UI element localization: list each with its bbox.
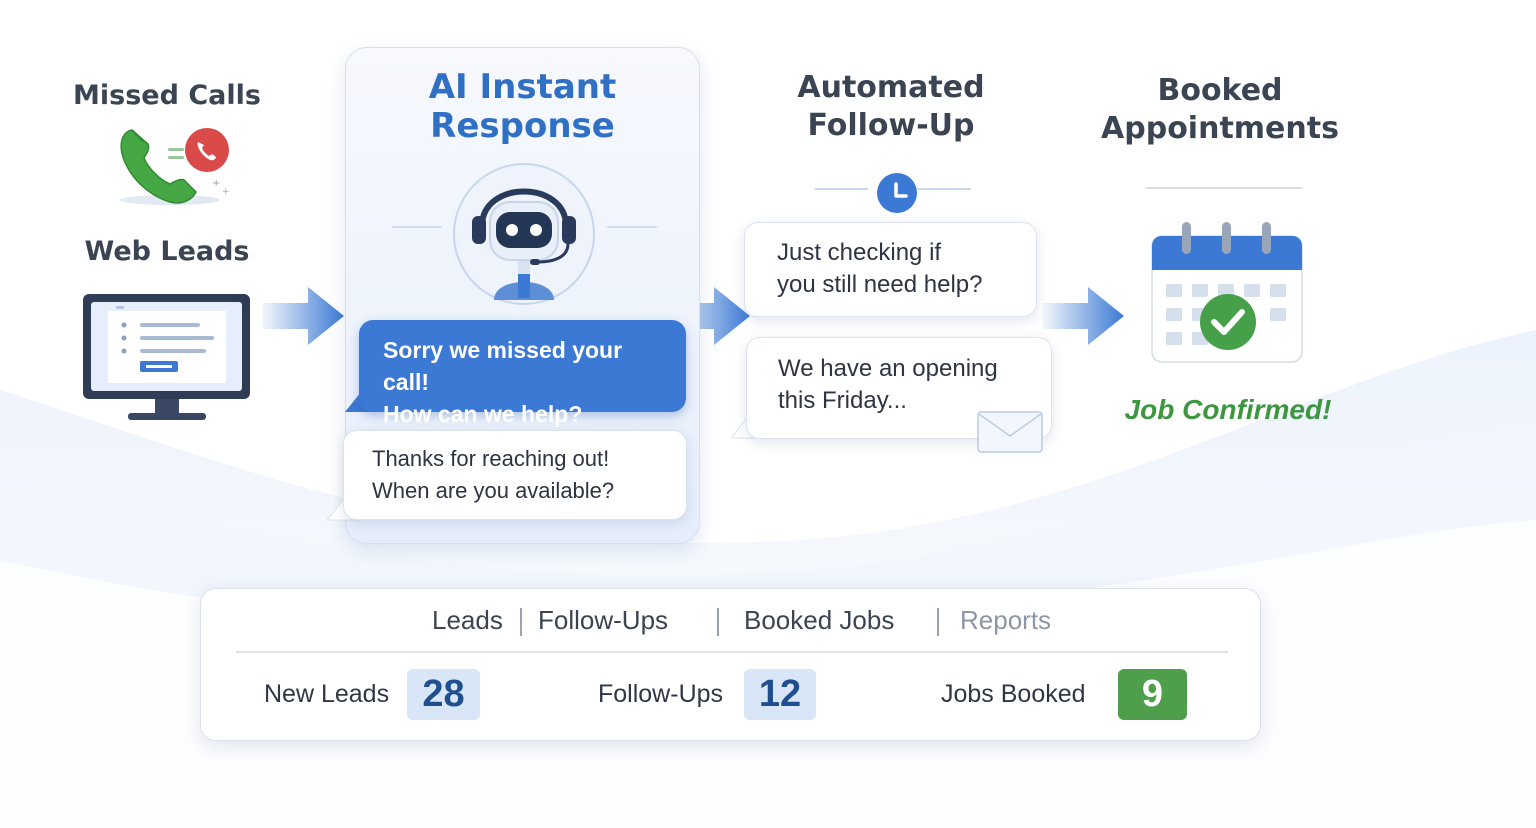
stat-jobs-booked-label: Jobs Booked	[941, 680, 1086, 708]
tab-reports[interactable]: Reports	[960, 605, 1052, 635]
stat-jobs-booked-value: 9	[1118, 669, 1187, 720]
booked-title-line2: Appointments	[1101, 111, 1339, 146]
clock-icon	[815, 173, 971, 213]
follow-up-title: Automated Follow-Up	[760, 69, 1022, 145]
stat-follow-ups-label: Follow-Ups	[598, 680, 724, 708]
booked-title: Booked Appointments	[1090, 72, 1350, 148]
arrow-right-icon	[1042, 287, 1124, 345]
web-leads-title: Web Leads	[84, 236, 250, 267]
dashboard-panel	[200, 588, 1261, 741]
reply-line1: Thanks for reaching out!	[372, 446, 610, 471]
tab-follow-ups[interactable]: Follow-Ups	[538, 605, 669, 635]
stat-follow-ups-value: 12	[744, 669, 816, 720]
tab-leads[interactable]: Leads	[432, 605, 503, 635]
stat-new-leads-label: New Leads	[264, 680, 390, 708]
check-line1: Just checking if	[777, 239, 942, 266]
booked-title-line1: Booked	[1157, 73, 1283, 108]
svg-text:+: +	[212, 178, 220, 189]
ai-title-line1: AI Instant	[428, 67, 617, 107]
ai-greeting-line2: How can we help?	[383, 401, 583, 427]
dashboard-divider	[236, 651, 1228, 653]
ai-greeting-bubble: Sorry we missed your call! How can we he…	[359, 320, 686, 427]
svg-text:+: +	[222, 187, 230, 197]
phone-icon: + +	[120, 128, 230, 205]
tab-separator	[937, 608, 939, 636]
arrow-right-icon	[262, 287, 344, 345]
tab-separator	[520, 608, 522, 636]
opening-line1: We have an opening	[778, 355, 998, 382]
reply-line2: When are you available?	[372, 478, 615, 503]
missed-calls-title: Missed Calls	[73, 80, 261, 111]
envelope-icon	[977, 411, 1043, 453]
check-line2: you still need help?	[777, 271, 983, 298]
follow-up-title-line1: Automated	[797, 70, 985, 105]
customer-reply-bubble: Thanks for reaching out! When are you av…	[343, 430, 687, 520]
job-confirmed-status: Job Confirmed!	[1124, 394, 1332, 425]
ai-greeting-line1: Sorry we missed your call!	[383, 337, 623, 395]
divider	[1146, 187, 1302, 189]
follow-up-check-bubble: Just checking if you still need help?	[744, 222, 1037, 317]
ai-title-line2: Response	[430, 106, 615, 146]
arrow-right-icon	[668, 287, 750, 345]
ai-response-title: AI Instant Response	[345, 68, 700, 146]
follow-up-title-line2: Follow-Up	[807, 108, 975, 143]
opening-line2: this Friday...	[778, 387, 907, 414]
calendar-check-icon	[1151, 222, 1303, 363]
tab-separator	[717, 608, 719, 636]
tab-booked-jobs[interactable]: Booked Jobs	[744, 605, 895, 635]
monitor-icon	[83, 294, 250, 420]
robot-headset-icon	[392, 163, 657, 305]
stat-new-leads-value: 28	[407, 669, 480, 720]
